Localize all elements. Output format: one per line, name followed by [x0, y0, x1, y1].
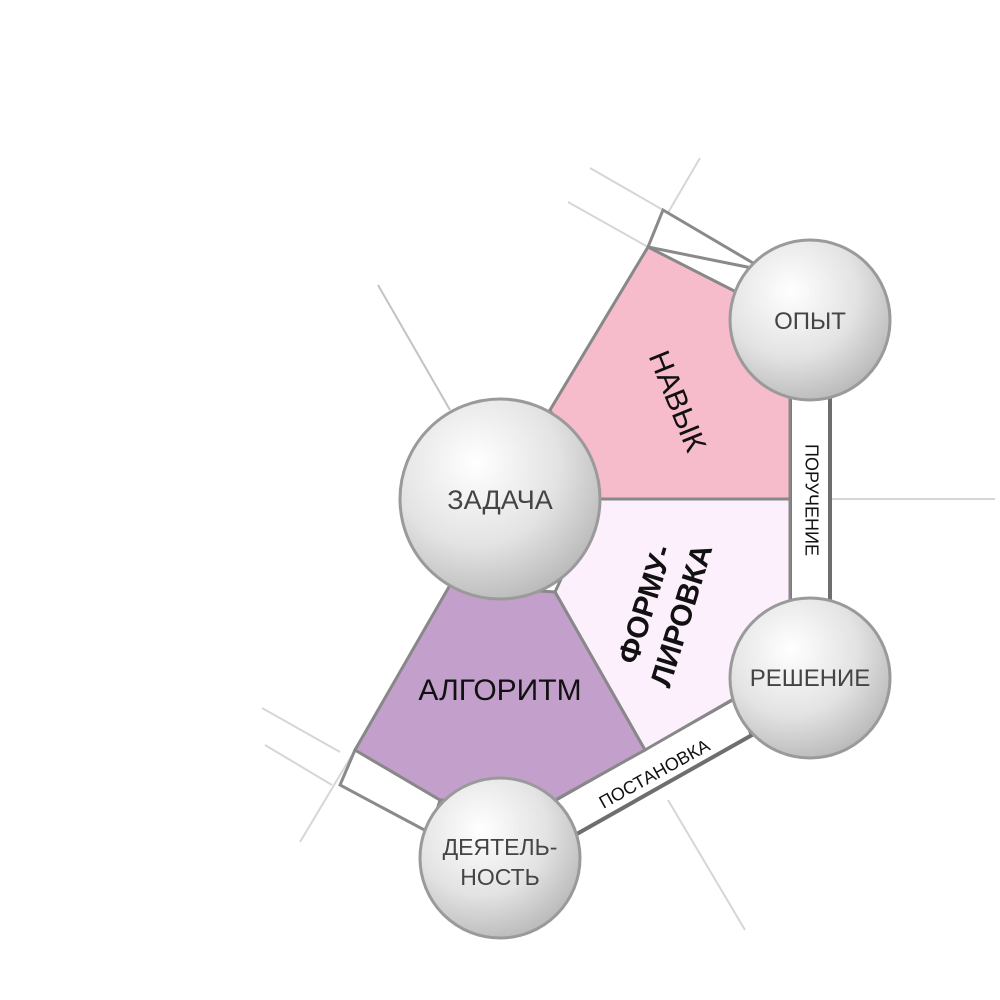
node-opyt-circle [728, 238, 892, 402]
node-reshenie-label: РЕШЕНИЕ [750, 665, 871, 692]
region-label-algoritm: АЛГОРИТМ [418, 674, 581, 707]
node-reshenie: РЕШЕНИЕ [728, 596, 892, 760]
node-zadacha: ЗАДАЧА [398, 397, 602, 601]
edge-label-poruchenie: ПОРУЧЕНИЕ [801, 444, 821, 556]
regions [352, 245, 792, 802]
radial-line-bottom-left [299, 749, 356, 843]
radial-line-bottom-left-3 [264, 744, 333, 786]
node-opyt: ОПЫТ [728, 238, 892, 402]
node-deyatelnost-label-line1: ДЕЯТЕЛЬ- [443, 834, 558, 860]
radial-line-bottom-left-2 [261, 707, 341, 753]
node-opyt-label: ОПЫТ [774, 308, 846, 335]
radial-line-top-3 [567, 201, 649, 248]
node-zadacha-circle [398, 397, 602, 601]
radial-line-top-2 [589, 167, 664, 211]
radial-line-bottom [667, 799, 746, 931]
node-reshenie-circle [728, 596, 892, 760]
node-zadacha-label: ЗАДАЧА [447, 485, 552, 515]
node-deyatelnost-circle [418, 776, 582, 940]
node-deyatelnost-label-line2: НОСТЬ [460, 864, 540, 890]
node-deyatelnost: ДЕЯТЕЛЬ- НОСТЬ [418, 776, 582, 940]
radial-line-upper-left [377, 284, 451, 411]
